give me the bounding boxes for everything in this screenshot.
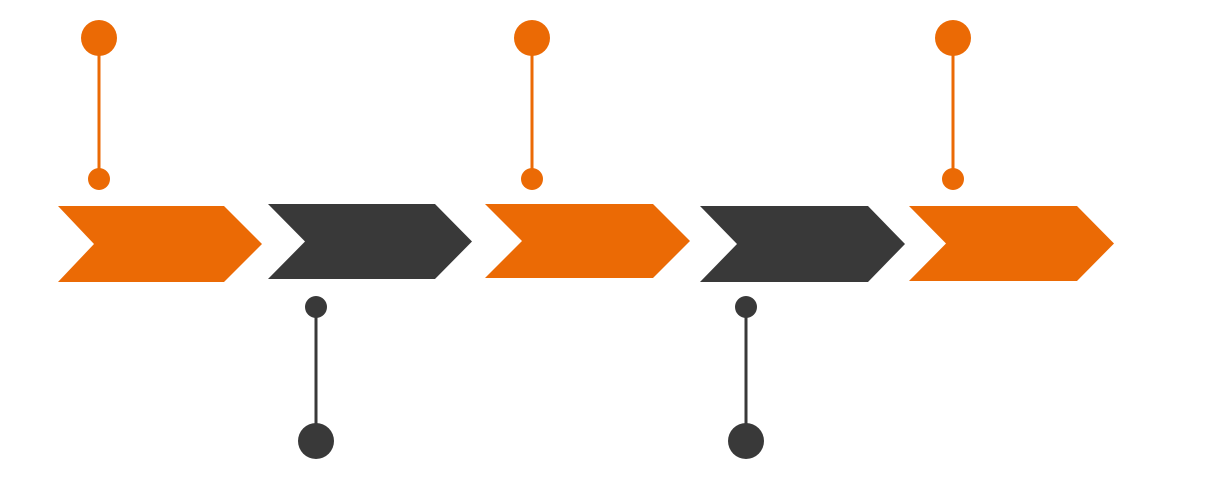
marker-large-dot-5 [935,20,971,56]
marker-small-dot-2 [305,296,327,318]
marker-large-dot-4 [728,423,764,459]
marker-small-dot-5 [942,168,964,190]
marker-small-dot-4 [735,296,757,318]
chevron-step-1 [58,206,262,282]
chevron-step-3 [485,204,690,278]
marker-large-dot-3 [514,20,550,56]
marker-large-dot-1 [81,20,117,56]
marker-large-dot-2 [298,423,334,459]
marker-small-dot-3 [521,168,543,190]
chevron-step-5 [909,206,1114,281]
marker-small-dot-1 [88,168,110,190]
chevron-step-4 [700,206,905,282]
chevron-step-2 [268,204,472,279]
